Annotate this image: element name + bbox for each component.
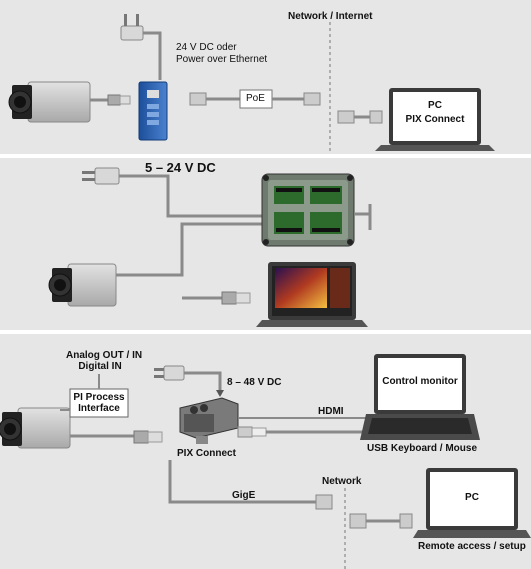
gige-label: GigE [232, 490, 256, 501]
analog-label-line1: Analog OUT / IN [66, 350, 143, 361]
thermal-camera-icon-3 [0, 407, 71, 449]
usb-plug-icon-1 [107, 94, 131, 106]
power-label-line2: Power over Ethernet [176, 54, 268, 65]
power-plug-icon-2 [82, 167, 120, 185]
pc-label-1: PC [428, 100, 442, 111]
network-internet-label: Network / Internet [288, 11, 373, 22]
pc-label-3: PC [465, 492, 479, 503]
usb-keyboard-label: USB Keyboard / Mouse [367, 443, 478, 454]
pix-connect-label-1: PIX Connect [405, 114, 465, 125]
laptop-icon-1 [375, 88, 495, 151]
thermal-camera-icon-2 [48, 263, 117, 307]
netbox-device-icon [179, 397, 239, 444]
control-monitor-label: Control monitor [382, 376, 458, 387]
pi-interface-box [69, 388, 129, 418]
ethernet-plug-icon-6 [349, 513, 367, 529]
pix-connect-label-3: PIX Connect [177, 448, 236, 459]
laptop-icon-4 [413, 468, 531, 538]
power-plug-icon-1 [120, 14, 144, 41]
voltage-label-3: 8 – 48 V DC [227, 377, 282, 388]
network-label-3: Network [322, 476, 362, 487]
laptop-icon-3 [360, 354, 480, 440]
usb-plug-icon-3 [133, 430, 163, 444]
interface-module-icon [138, 81, 168, 141]
power-plug-icon-3 [154, 365, 185, 381]
junction-box-icon [261, 173, 355, 247]
ethernet-plug-icon-1 [189, 92, 207, 106]
ethernet-plug-icon-5 [315, 494, 333, 510]
ethernet-plug-icon-4 [369, 110, 383, 124]
power-cable-2 [119, 174, 262, 218]
ethernet-plug-icon-7 [399, 513, 413, 529]
pi-interface-label-line1: PI Process [73, 392, 125, 403]
remote-access-label: Remote access / setup [418, 541, 526, 552]
power-label-line1: 24 V DC oder [176, 42, 237, 53]
pi-interface-label-line2: Interface [78, 403, 120, 414]
voltage-label-2: 5 – 24 V DC [145, 160, 216, 175]
poe-label: PoE [246, 93, 265, 104]
analog-label-line2: Digital IN [78, 361, 122, 372]
power-cable-1 [143, 31, 162, 80]
ethernet-plug-icon-2 [303, 92, 321, 106]
usb-plug-icon-4 [237, 426, 267, 438]
ethernet-plug-icon-3 [337, 110, 355, 124]
hdmi-label: HDMI [318, 406, 344, 417]
usb-plug-icon-2 [221, 291, 251, 305]
camera-cable-2 [115, 222, 262, 277]
laptop-icon-2 [256, 262, 368, 327]
thermal-camera-icon-1 [8, 81, 91, 123]
